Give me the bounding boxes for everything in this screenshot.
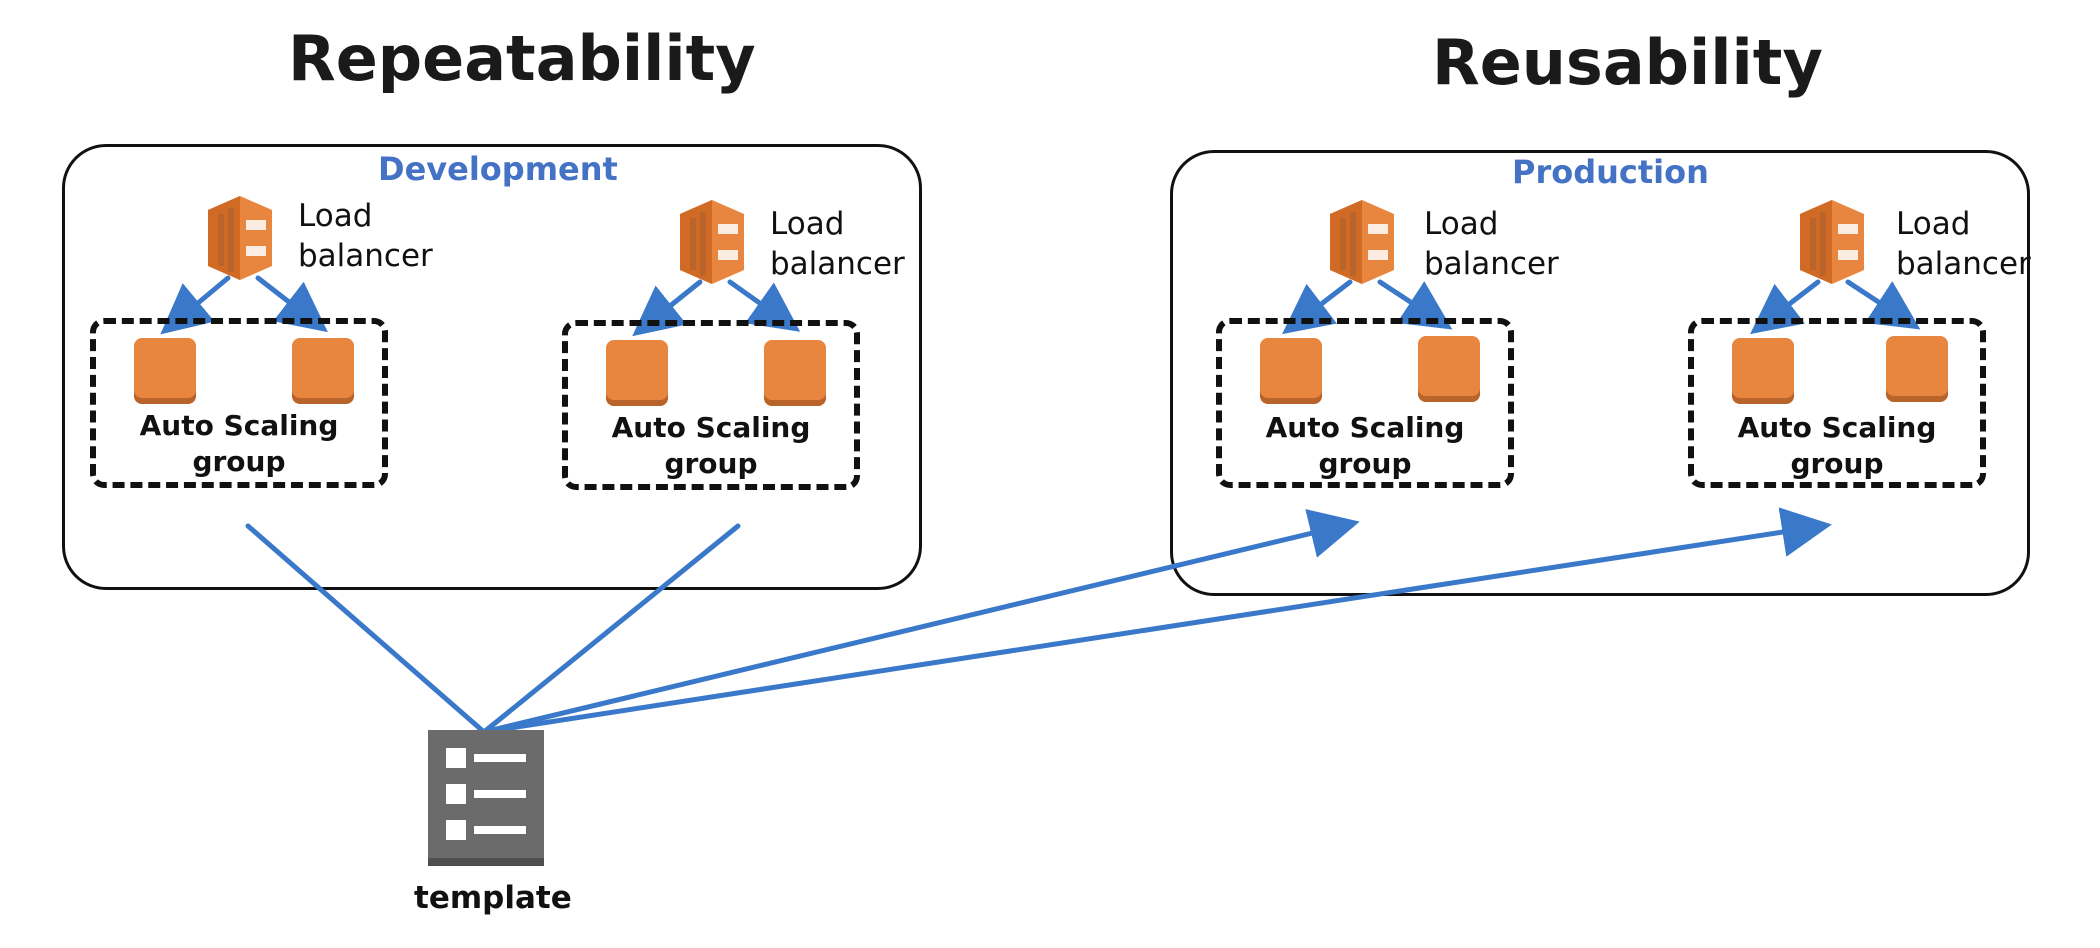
elastic-load-balancer-icon xyxy=(1800,200,1864,284)
ec2-instance-icon xyxy=(292,338,354,404)
ec2-instance-icon xyxy=(764,340,826,406)
load-balancer-label: Load balancer xyxy=(1896,206,2031,282)
auto-scaling-group xyxy=(1688,318,1986,488)
auto-scaling-group-label: Auto Scaling group xyxy=(1265,411,1465,480)
repeatability-heading: Repeatability xyxy=(288,22,756,95)
auto-scaling-group xyxy=(562,320,860,490)
elastic-load-balancer-icon xyxy=(1330,200,1394,284)
auto-scaling-group-label: Auto Scaling group xyxy=(1737,411,1937,480)
load-balancer-label: Load balancer xyxy=(298,198,433,274)
load-balancer-label: Load balancer xyxy=(1424,206,1559,282)
template-icon xyxy=(428,730,544,866)
ec2-instance-icon xyxy=(606,340,668,406)
ec2-instance-icon xyxy=(134,338,196,404)
elastic-load-balancer-icon xyxy=(208,196,272,280)
auto-scaling-group-label: Auto Scaling group xyxy=(611,411,811,480)
auto-scaling-group xyxy=(1216,318,1514,488)
load-balancer-label: Load balancer xyxy=(770,206,905,282)
reusability-heading: Reusability xyxy=(1432,26,1823,99)
ec2-instance-icon xyxy=(1732,338,1794,404)
production-label: Production xyxy=(1512,153,1709,191)
elastic-load-balancer-icon xyxy=(680,200,744,284)
template-label: template xyxy=(414,880,572,916)
ec2-instance-icon xyxy=(1886,336,1948,402)
ec2-instance-icon xyxy=(1260,338,1322,404)
ec2-instance-icon xyxy=(1418,336,1480,402)
development-label: Development xyxy=(378,150,618,188)
auto-scaling-group xyxy=(90,318,388,488)
auto-scaling-group-label: Auto Scaling group xyxy=(139,409,339,478)
